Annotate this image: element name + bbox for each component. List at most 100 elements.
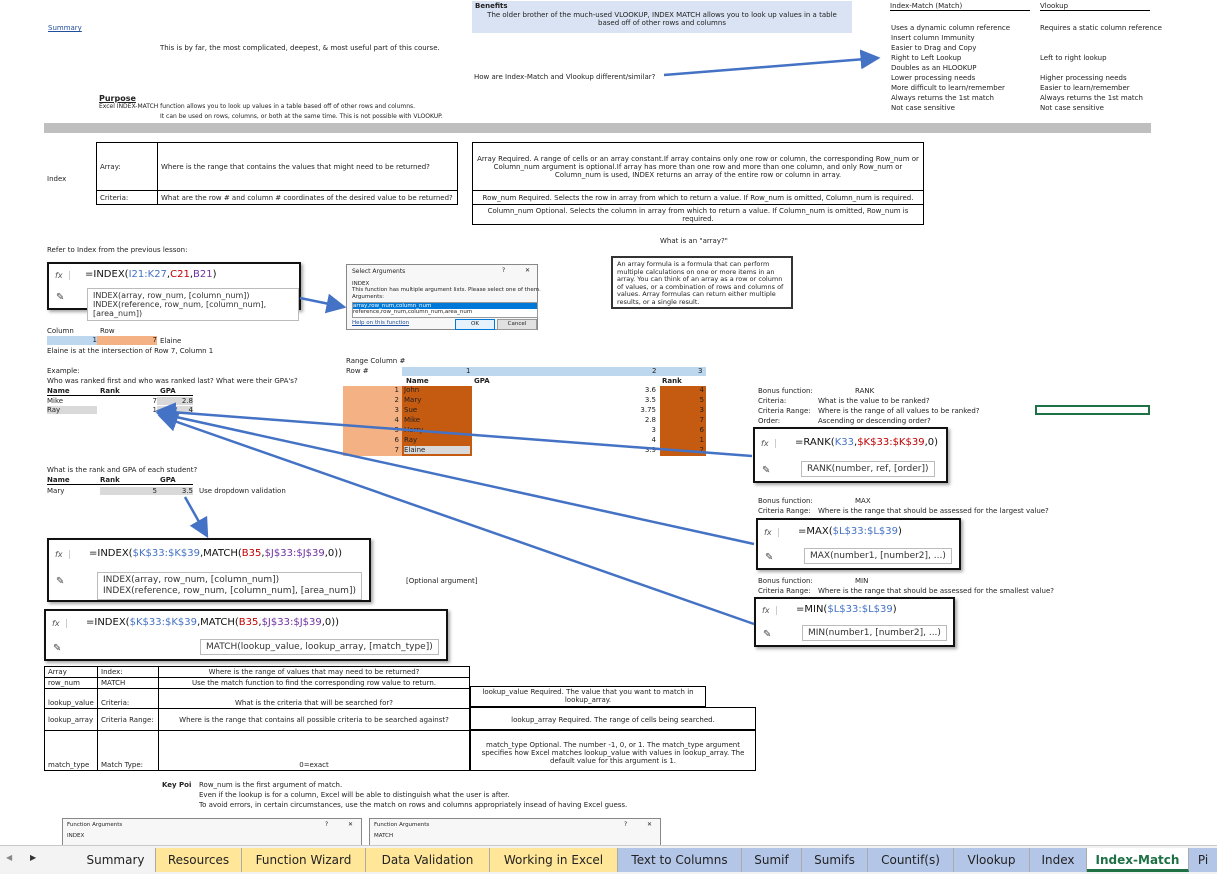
tab-pivot[interactable]: Pi	[1189, 848, 1217, 872]
help-icon[interactable]: ?	[502, 267, 506, 274]
rt-row-number[interactable]: 1	[394, 386, 399, 394]
close-icon[interactable]: ✕	[647, 821, 653, 828]
vl-header: Vlookup	[1040, 2, 1150, 11]
ex-row1-rank[interactable]: 7	[152, 397, 157, 405]
row-number-label: Row #	[346, 367, 369, 375]
rq-rank[interactable]: 5	[100, 487, 157, 495]
vl-item	[1040, 33, 1162, 43]
rq-header-rank: Rank	[100, 476, 120, 484]
rt-row-number[interactable]: 5	[394, 426, 399, 434]
tab-index[interactable]: Index	[1030, 848, 1087, 872]
formula-bar-rank[interactable]: fx =RANK(K33,$K$33:$K$39,0) ✎ RANK(numbe…	[753, 427, 948, 483]
rt-name[interactable]: John	[404, 386, 420, 394]
summary-link[interactable]: Summary	[48, 24, 82, 32]
rt-gpa[interactable]: 4	[651, 436, 656, 444]
arg-option-2[interactable]: reference,row_num,column_num,area_num	[353, 309, 473, 315]
formula-tooltip: INDEX(array, row_num, [column_num])INDEX…	[97, 572, 362, 600]
tab-sumifs[interactable]: Sumifs	[802, 848, 868, 872]
rt-row-number[interactable]: 6	[394, 436, 399, 444]
tab-summary[interactable]: Summary	[76, 848, 156, 872]
rt-rank[interactable]: 5	[699, 396, 704, 404]
rt-name[interactable]: Sue	[404, 406, 418, 414]
index-desc-table: Array Required. A range of cells or an a…	[472, 142, 924, 225]
column-value[interactable]: 1	[47, 336, 97, 345]
rank-range-value: Where is the range of all values to be r…	[818, 407, 980, 415]
tab-countifs[interactable]: Countif(s)	[868, 848, 954, 872]
vl-item: Not case sensitive	[1040, 104, 1104, 112]
ex-row1-gpa[interactable]: 2.8	[157, 397, 193, 405]
rt-header-gpa: GPA	[474, 377, 490, 385]
rt-name[interactable]: Elaine	[404, 446, 470, 454]
purpose-line1: Excel INDEX-MATCH function allows you to…	[99, 103, 416, 110]
fx-icon: fx	[761, 439, 776, 448]
benefits-question: How are Index-Match and Vlookup differen…	[474, 73, 656, 81]
prev-sheet-icon[interactable]: ◀	[6, 853, 13, 862]
rt-name[interactable]: Ray	[404, 436, 418, 444]
rt-row-number[interactable]: 4	[394, 416, 399, 424]
tab-data-validation[interactable]: Data Validation	[366, 848, 490, 872]
vl-item: Left to right lookup	[1040, 54, 1107, 62]
rank-tooltip: RANK(number, ref, [order])	[801, 461, 935, 477]
formula-bar-index1[interactable]: fx =INDEX(I21:K27,C21,B21) ✎ INDEX(array…	[47, 262, 301, 321]
mt-cell: Array	[44, 666, 98, 678]
rt-rank[interactable]: 3	[699, 406, 704, 414]
rt-row-number[interactable]: 2	[394, 396, 399, 404]
rt-name[interactable]: Mary	[404, 396, 422, 404]
rq-name[interactable]: Mary	[47, 487, 65, 495]
tab-index-match[interactable]: Index-Match	[1087, 848, 1189, 872]
ex-row2-gpa[interactable]: 4	[157, 406, 193, 414]
pencil-icon: ✎	[56, 292, 65, 303]
row-value[interactable]: 7	[97, 336, 157, 345]
help-icon[interactable]: ?	[624, 821, 628, 828]
tab-working-in-excel[interactable]: Working in Excel	[490, 848, 618, 872]
arrow-dialog	[299, 293, 347, 314]
close-icon[interactable]: ✕	[348, 821, 354, 828]
ex-row2-rank[interactable]: 1	[152, 406, 157, 414]
rt-gpa[interactable]: 3.6	[644, 386, 656, 394]
rt-name[interactable]: Harry	[404, 426, 424, 434]
formula-bar-match[interactable]: fx =INDEX($K$33:$K$39,MATCH(B35,$J$33:$J…	[44, 609, 448, 661]
rt-rank[interactable]: 7	[699, 416, 704, 424]
formula-tooltip: INDEX(array, row_num, [column_num])INDEX…	[87, 288, 299, 321]
ex-header-gpa: GPA	[160, 387, 176, 395]
formula-bar-min[interactable]: fx =MIN($L$33:$L$39) ✎ MIN(number1, [num…	[754, 597, 955, 647]
close-icon[interactable]: ✕	[525, 267, 531, 274]
rt-rank[interactable]: 4	[699, 386, 704, 394]
next-sheet-icon[interactable]: ▶	[30, 853, 37, 862]
array-definition: An array formula is a formula that can p…	[611, 256, 793, 309]
cancel-button[interactable]: Cancel	[497, 319, 537, 330]
rt-gpa[interactable]: 3	[651, 426, 656, 434]
rt-row-number[interactable]: 7	[394, 446, 399, 454]
rt-gpa[interactable]: 3.9	[644, 446, 656, 454]
dialog-title: Select Arguments	[352, 268, 406, 275]
rt-rank[interactable]: 1	[699, 436, 704, 444]
tab-function-wizard[interactable]: Function Wizard	[242, 848, 366, 872]
rq-gpa[interactable]: 3.5	[157, 487, 193, 495]
formula-bar-index-match[interactable]: fx =INDEX($K$33:$K$39,MATCH(B35,$J$33:$J…	[47, 538, 371, 602]
rt-row-number[interactable]: 3	[394, 406, 399, 414]
rt-gpa[interactable]: 2.8	[644, 416, 656, 424]
array-question-text: What is an "array?"	[660, 237, 728, 245]
arg-option-1[interactable]: array,row_num,column_num	[353, 303, 537, 309]
ok-button[interactable]: OK	[455, 319, 495, 330]
help-link[interactable]: Help on this function	[352, 320, 410, 326]
formula-bar-max[interactable]: fx =MAX($L$33:$L$39) ✎ MAX(number1, [num…	[756, 518, 961, 570]
rt-name[interactable]: Mike	[404, 416, 421, 424]
tab-sumif[interactable]: Sumif	[742, 848, 802, 872]
fx-icon: fx	[762, 606, 777, 615]
rt-gpa[interactable]: 3.75	[640, 406, 656, 414]
vl-item: Always returns the 1st match	[1040, 94, 1143, 102]
rt-header-name: Name	[406, 377, 429, 385]
help-icon[interactable]: ?	[325, 821, 329, 828]
ex-row1-name: Mike	[47, 397, 64, 405]
args-listbox[interactable]: array,row_num,column_num reference,row_n…	[352, 302, 538, 318]
mt-cell: Criteria:	[97, 688, 159, 709]
tab-vlookup[interactable]: Vlookup	[954, 848, 1030, 872]
rank-criteria-value: What is the value to be ranked?	[818, 397, 930, 405]
rt-rank[interactable]: 6	[699, 426, 704, 434]
selected-cell[interactable]	[1035, 405, 1150, 415]
rt-rank[interactable]: 2	[699, 446, 704, 454]
rt-gpa[interactable]: 3.5	[644, 396, 656, 404]
tab-resources[interactable]: Resources	[156, 848, 242, 872]
tab-text-to-columns[interactable]: Text to Columns	[618, 848, 742, 872]
